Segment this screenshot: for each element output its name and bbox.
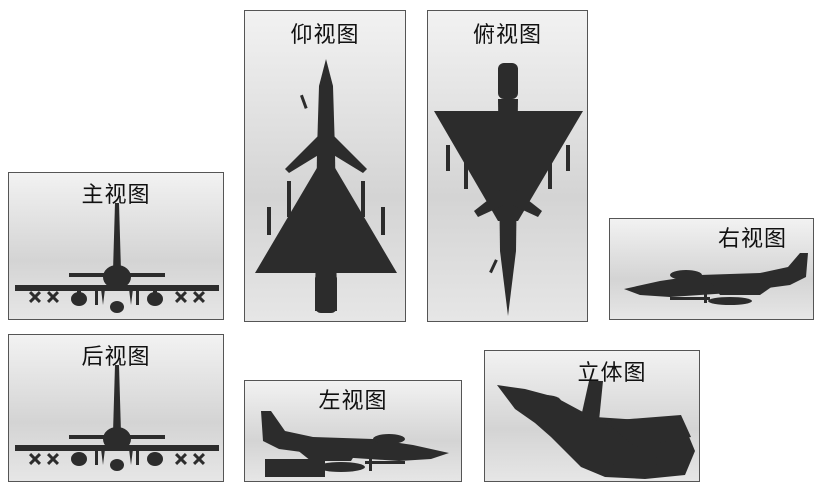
jet-left-side-view-icon xyxy=(261,411,449,477)
isometric-view-label: 立体图 xyxy=(577,361,647,386)
back-view-label: 后视图 xyxy=(81,345,151,370)
left-view-label: 左视图 xyxy=(318,389,388,414)
jet-3d-view-icon xyxy=(497,381,695,479)
top-view-panel: 俯视图 xyxy=(427,10,588,322)
jet-front-view-icon xyxy=(15,203,219,313)
right-view-label: 右视图 xyxy=(717,227,787,252)
right-view-panel: 右视图 xyxy=(609,218,814,320)
front-view-label: 主视图 xyxy=(81,183,151,208)
jet-right-side-view-icon xyxy=(624,253,808,305)
jet-top-view-icon xyxy=(434,63,583,316)
jet-back-view-icon xyxy=(15,365,219,471)
isometric-view-panel: 立体图 xyxy=(484,350,700,482)
left-view-panel: 左视图 xyxy=(244,380,462,482)
back-view-panel: 后视图 xyxy=(8,334,224,482)
front-view-panel: 主视图 xyxy=(8,172,224,320)
bottom-view-label: 仰视图 xyxy=(290,23,360,48)
top-view-label: 俯视图 xyxy=(472,23,542,48)
bottom-view-panel: 仰视图 xyxy=(244,10,406,322)
jet-bottom-view-icon xyxy=(255,59,397,313)
